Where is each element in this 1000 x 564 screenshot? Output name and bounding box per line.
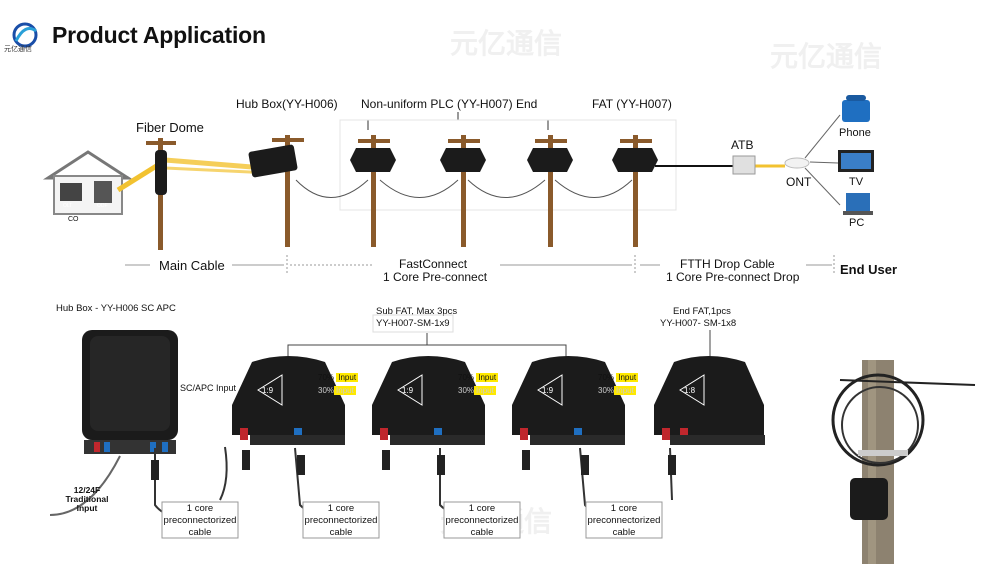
logo-text: 元亿通信 xyxy=(4,46,32,53)
fat-pole xyxy=(350,135,396,247)
ftth-label: FTTH Drop Cable xyxy=(680,257,775,271)
tv-icon xyxy=(838,150,874,172)
sc-apc-input-label: SC/APC Input xyxy=(180,383,237,393)
pc-icon xyxy=(843,193,873,215)
split-ratio-label: 1:8 xyxy=(684,386,696,395)
ont-router-icon xyxy=(784,157,810,169)
hub-box-label: Hub Box(YY-H006) xyxy=(236,97,338,111)
cable-label: 1 core preconnectorized cable xyxy=(162,503,238,539)
odf-label: ODF xyxy=(97,203,108,209)
cable-label-line: 1 core xyxy=(468,503,496,514)
olt-label: OLT xyxy=(63,203,73,209)
input-word: Input xyxy=(476,373,499,382)
input-percent: 70% Input xyxy=(598,373,639,382)
output-percent: 30%Input xyxy=(318,386,356,395)
watermark: 元亿通信 xyxy=(770,41,883,72)
fat-device xyxy=(512,356,625,445)
cable-label-line: cable xyxy=(188,527,212,538)
top-network-diagram xyxy=(42,95,874,275)
fat-pole xyxy=(612,135,658,247)
sub-fat-label: Sub FAT, Max 3pcs xyxy=(376,306,458,317)
traditional-input-line1: 12/24F xyxy=(73,485,101,495)
cable-label-line: preconnectorized xyxy=(304,515,378,526)
percent-value: 70% xyxy=(598,373,615,382)
end-user-label: End User xyxy=(840,262,898,277)
fastconnect-sub-label: 1 Core Pre-connect xyxy=(383,270,488,284)
output-percent: 30%Input xyxy=(458,386,496,395)
cable-label: 1 core preconnectorized cable xyxy=(303,503,379,539)
co-label: CO xyxy=(68,216,79,223)
traditional-input-line2: Traditional xyxy=(65,494,109,504)
split-ratio-label: 1:9 xyxy=(402,386,414,395)
cable-label: 1 core preconnectorized cable xyxy=(586,503,662,539)
cable-label-boxes xyxy=(161,501,663,539)
sub-fat-model-label: YY-H007-SM-1x9 xyxy=(376,318,450,329)
traditional-input-label: 12/24F Traditional Input xyxy=(62,486,112,513)
hub-box-device xyxy=(49,330,178,516)
fat-pole xyxy=(527,135,573,247)
fat-device xyxy=(372,356,485,445)
sc-connectors xyxy=(151,450,676,480)
company-logo xyxy=(12,22,38,48)
pole-installation-photo xyxy=(831,360,976,564)
output-percent: 30%Input xyxy=(598,386,636,395)
watermark: 元亿通信 xyxy=(450,28,563,59)
input-percent: 70% Input xyxy=(458,373,499,382)
atb-box-icon xyxy=(732,155,756,175)
cable-label-line: 1 core xyxy=(327,503,355,514)
plc-end-label: Non-uniform PLC (YY-H007) End xyxy=(361,97,538,111)
percent-value: 30% xyxy=(318,386,335,395)
cable-label-line: preconnectorized xyxy=(587,515,661,526)
pc-label: PC xyxy=(849,217,865,229)
utility-pole xyxy=(146,138,176,250)
cable-label-line: preconnectorized xyxy=(445,515,519,526)
ont-label: ONT xyxy=(786,175,812,189)
hub-box-model-label: Hub Box - YY-H006 SC APC xyxy=(56,303,176,314)
percent-value: 70% xyxy=(458,373,475,382)
input-percent: 70% Input xyxy=(318,373,359,382)
output-word: Input xyxy=(474,386,496,395)
tv-label: TV xyxy=(849,176,864,188)
phone-label: Phone xyxy=(839,127,871,139)
split-ratio-label: 1:9 xyxy=(262,386,274,395)
cable-label-line: cable xyxy=(470,527,494,538)
cable-label: 1 core preconnectorized cable xyxy=(444,503,520,539)
utility-pole xyxy=(248,135,304,247)
fat-device xyxy=(654,356,765,445)
fastconnect-label: FastConnect xyxy=(399,257,468,271)
central-office-house-icon xyxy=(42,150,134,215)
end-fat-model-label: YY-H007- SM-1x8 xyxy=(660,318,737,329)
atb-label: ATB xyxy=(731,138,754,152)
fiber-dome-label: Fiber Dome xyxy=(136,120,204,135)
phone-icon xyxy=(842,95,870,122)
fat-pole xyxy=(440,135,486,247)
output-word: Input xyxy=(614,386,636,395)
cable-label-line: cable xyxy=(612,527,636,538)
output-word: Input xyxy=(334,386,356,395)
percent-value: 70% xyxy=(318,373,335,382)
cable-label-line: preconnectorized xyxy=(163,515,237,526)
cable-label-line: 1 core xyxy=(186,503,214,514)
cable-label-line: cable xyxy=(329,527,353,538)
input-word: Input xyxy=(336,373,359,382)
percent-value: 30% xyxy=(458,386,475,395)
percent-value: 30% xyxy=(598,386,615,395)
traditional-input-line3: Input xyxy=(76,503,98,513)
split-ratio-label: 1:9 xyxy=(542,386,554,395)
end-fat-label: End FAT,1pcs xyxy=(673,306,731,317)
bottom-product-diagram xyxy=(49,314,976,564)
cable-label-line: 1 core xyxy=(610,503,638,514)
fat-device xyxy=(232,356,345,445)
fat-label: FAT (YY-H007) xyxy=(592,97,672,111)
input-word: Input xyxy=(616,373,639,382)
main-cable-label: Main Cable xyxy=(159,258,225,273)
segment-dimension-line xyxy=(125,255,835,275)
page-title: Product Application xyxy=(52,22,266,48)
ftth-sub-label: 1 Core Pre-connect Drop xyxy=(666,270,800,284)
